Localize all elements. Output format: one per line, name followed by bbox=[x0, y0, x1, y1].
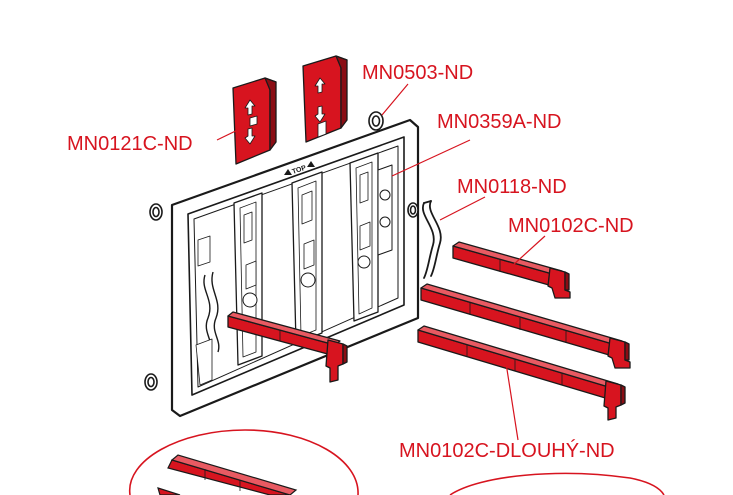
leader-mn0118 bbox=[439, 196, 486, 221]
red-rod-long-upper bbox=[420, 283, 631, 369]
label-mn0503: MN0503-ND bbox=[362, 62, 473, 84]
leader-mn0102c bbox=[511, 235, 546, 267]
callout-labels: MN0121C-ND MN0503-ND MN0359A-ND MN0118-N… bbox=[67, 62, 634, 462]
leader-mn0503 bbox=[381, 83, 409, 116]
label-mn0118: MN0118-ND bbox=[457, 176, 567, 198]
red-clip-left bbox=[232, 77, 277, 165]
leader-mn0359a bbox=[391, 139, 471, 177]
spring-clip-mn0118 bbox=[421, 200, 442, 279]
red-rod-in-frame bbox=[227, 311, 348, 383]
frame-top-marking: TOP bbox=[291, 165, 307, 176]
rod-segment-lines bbox=[279, 260, 567, 385]
detail-circle-left bbox=[129, 429, 359, 495]
label-mn0102c-dlouhy: MN0102C-DLOUHÝ-ND bbox=[399, 439, 615, 462]
leader-lines bbox=[216, 83, 546, 441]
mounting-frame bbox=[170, 118, 420, 418]
washer-mn0503 bbox=[368, 111, 384, 131]
detail-circle-right bbox=[449, 472, 665, 495]
label-mn0121c: MN0121C-ND bbox=[67, 133, 193, 155]
leader-mn0102c-dlouhy bbox=[505, 362, 519, 441]
label-mn0102c: MN0102C-ND bbox=[508, 215, 634, 237]
red-rod-short bbox=[452, 241, 571, 299]
label-mn0359a: MN0359A-ND bbox=[437, 111, 561, 133]
leader-mn0121c bbox=[216, 124, 249, 141]
frame-mounting-holes bbox=[144, 202, 419, 391]
red-clip-right bbox=[302, 55, 348, 143]
